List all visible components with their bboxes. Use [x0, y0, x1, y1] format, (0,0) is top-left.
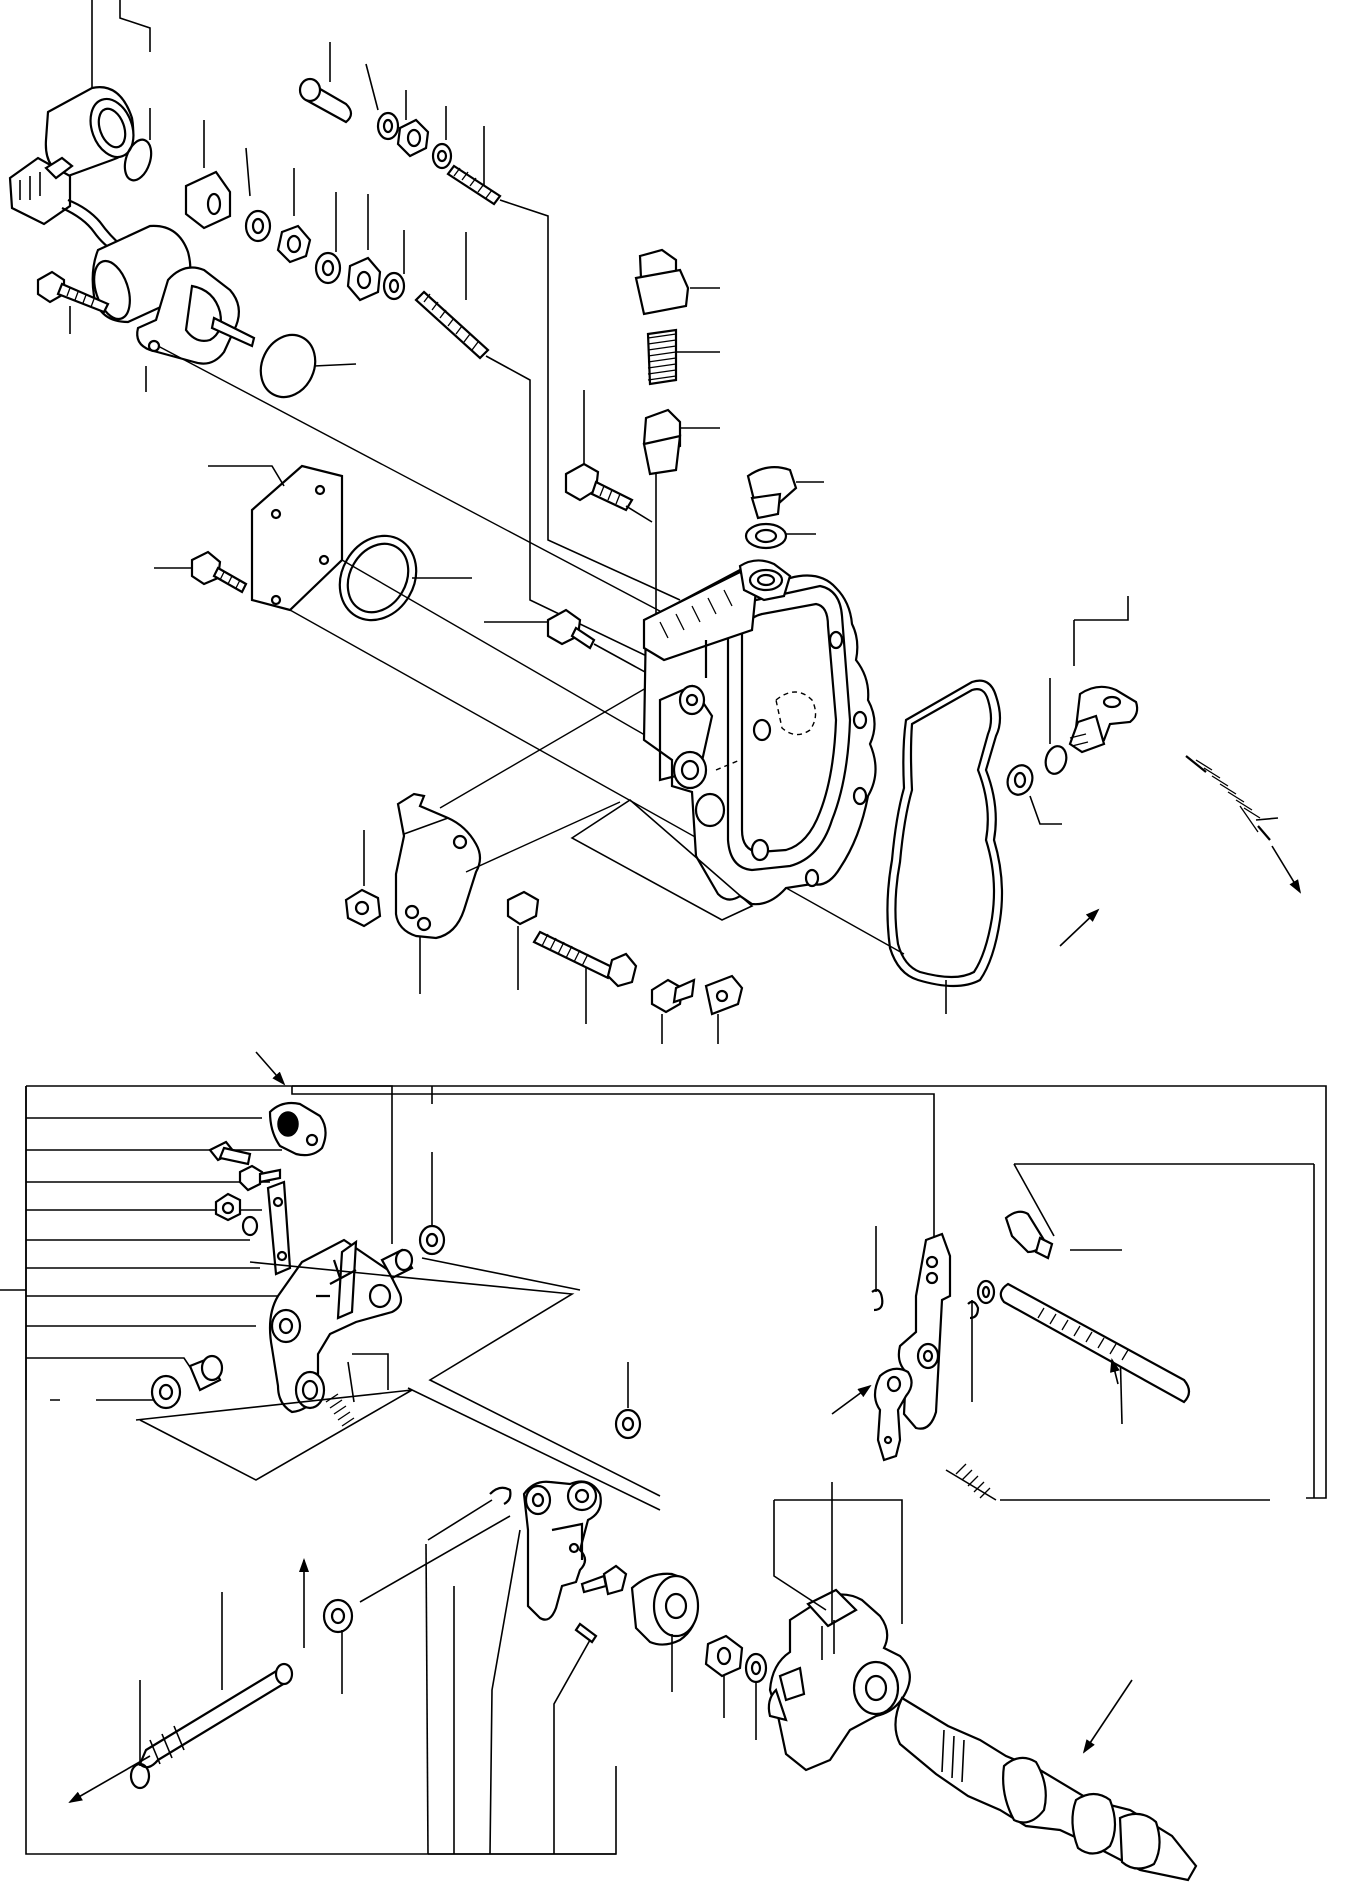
- nut-small: [508, 892, 538, 990]
- pin-short: [210, 1142, 250, 1164]
- stud-threaded-top: [448, 126, 680, 600]
- o-ring-small: [120, 108, 156, 184]
- rod-pin-top: [300, 42, 351, 122]
- o-ring-shaft: [131, 1680, 149, 1788]
- leader-bracket-flyweight: [774, 1482, 902, 1624]
- nut-lower-right: [706, 1636, 742, 1718]
- o-ring-right: [1043, 678, 1070, 776]
- bolt-housing-top: [566, 390, 652, 522]
- bolt-washer-bottom: [652, 980, 694, 1044]
- assembly-frame: [0, 1086, 1326, 1854]
- spring-long-right: [1001, 1284, 1189, 1402]
- o-ring-cover: [325, 522, 472, 634]
- leader-lines-lower: [426, 1530, 616, 1854]
- washer-shaft: [324, 1516, 510, 1694]
- nut-flange-small: [216, 1194, 240, 1220]
- bracket-plate: [396, 794, 480, 994]
- nut-hex-1: [348, 194, 380, 300]
- washer-right: [1004, 762, 1062, 824]
- leader-lines-left: [26, 1086, 934, 1400]
- solenoid-connector: [10, 158, 122, 252]
- control-lever-lower: [524, 1482, 601, 1620]
- governor-lever-main: [270, 1240, 401, 1412]
- bolt-cover: [154, 552, 246, 592]
- spring-clip-b: [968, 1302, 978, 1318]
- plug-hex-right: [748, 467, 824, 518]
- cap-nut: [186, 120, 230, 228]
- o-ring-large: [251, 326, 356, 406]
- governor-housing: [644, 560, 876, 904]
- pin-right-top: [1006, 1212, 1052, 1258]
- solenoid-sleeve: [46, 87, 141, 176]
- nut-top: [398, 90, 428, 156]
- clip-plate: [706, 976, 742, 1044]
- leader-bracket-mid-lower: [466, 802, 620, 872]
- lock-washer-tab: [278, 168, 310, 262]
- bolt-small-a: [240, 1166, 280, 1190]
- washer-1: [246, 148, 270, 241]
- spring-small-right: [946, 1464, 996, 1500]
- snap-ring-lower: [428, 1488, 510, 1540]
- tension-lever-right: [899, 1234, 950, 1429]
- washer-plug-right: [746, 524, 816, 548]
- washer-lever-left: [152, 1376, 180, 1408]
- pin-small-lower: [582, 1566, 626, 1594]
- housing-gasket: [887, 681, 1002, 1014]
- stud-threaded-1: [416, 232, 680, 672]
- screw-long: [534, 932, 636, 1024]
- washer-top-a: [366, 64, 398, 139]
- arrow-lever-top: [256, 1052, 286, 1086]
- plug-cap: [636, 250, 720, 314]
- cover-plate: [208, 466, 342, 610]
- leader-bracket-lever: [136, 1258, 660, 1510]
- bolt-solenoid: [38, 272, 108, 334]
- bushing-lever: [190, 1356, 222, 1390]
- washer-tiny: [243, 1217, 257, 1235]
- washer-2: [316, 192, 340, 283]
- washer-right-small: [978, 1281, 994, 1303]
- washer-lower-right-2: [746, 1654, 766, 1740]
- camshaft: [895, 1698, 1196, 1880]
- washer-lower-right: [616, 1362, 640, 1438]
- nut-flange-left: [346, 830, 380, 926]
- arrow-camshaft: [1082, 1680, 1132, 1754]
- washer-top-b: [433, 106, 451, 168]
- lever-small-top: [270, 1103, 326, 1155]
- washer-3: [384, 230, 404, 299]
- arrow-housing: [1060, 908, 1100, 946]
- solenoid-valve: [88, 226, 254, 392]
- arrows-shaft: [68, 1558, 309, 1803]
- stop-screw-right: [1070, 687, 1137, 752]
- bushing-top: [382, 1250, 412, 1278]
- spring-top: [648, 330, 720, 384]
- bearing-flange: [632, 1574, 698, 1692]
- shaft-lower: [140, 1592, 292, 1767]
- flyweight-assembly: [769, 1590, 910, 1770]
- spring-clip-a: [872, 1290, 882, 1310]
- plug-nut: [644, 410, 720, 620]
- leader-bracket-right: [1074, 596, 1128, 666]
- roll-pin: [554, 1624, 596, 1854]
- governor-spring-right: [1186, 756, 1302, 894]
- link-plate: [268, 1182, 290, 1274]
- leader-bracket-top-left: [92, 0, 150, 92]
- spring-small-lever: [326, 1354, 388, 1426]
- lever-arm-right: [832, 1369, 912, 1460]
- washer-lever-top: [420, 1152, 444, 1254]
- leader-bracket-housing-lower: [572, 800, 752, 920]
